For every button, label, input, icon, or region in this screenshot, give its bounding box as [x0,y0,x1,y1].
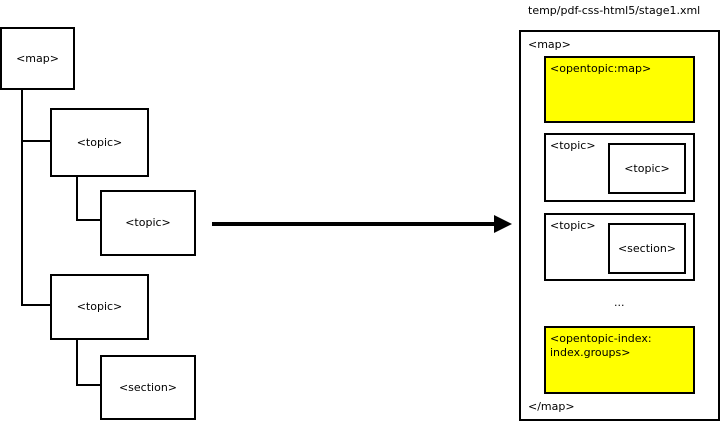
output-topic-a-child-label: <topic> [624,161,670,175]
tree-connector-to-topic-2 [21,304,52,306]
tree-node-topic-2: <topic> [50,274,149,340]
tree-node-topic-2-label: <topic> [76,300,123,313]
tree-node-map-label: <map> [16,51,59,65]
output-section-label: <section> [617,241,677,255]
tree-node-section-label: <section> [118,380,178,394]
tree-node-map: <map> [0,27,75,90]
output-topic-a-label: <topic> [550,139,596,152]
ellipsis-text: ... [614,296,625,309]
output-map-open-tag: <map> [528,38,571,51]
tree-node-topic-1: <topic> [50,108,149,177]
tree-connector-to-topic-2-child [76,384,101,386]
tree-connector-vertical-map [21,90,23,306]
tree-node-topic-1-child-label: <topic> [125,216,171,229]
output-section: <section> [608,223,686,274]
tree-connector-vertical-topic-1 [76,177,78,221]
opentopic-index-label: <opentopic-index: index.groups> [550,332,652,359]
tree-node-section: <section> [100,355,196,420]
tree-connector-to-topic-1 [21,140,52,142]
output-topic-a-child: <topic> [608,143,686,194]
opentopic-map-label: <opentopic:map> [550,62,652,75]
tree-connector-to-topic-1-child [76,219,101,221]
output-file-path: temp/pdf-css-html5/stage1.xml [528,4,701,17]
output-topic-b-label: <topic> [550,219,596,232]
tree-node-topic-1-child: <topic> [100,190,196,256]
opentopic-map-box: <opentopic:map> [544,56,695,123]
output-map-close-tag: </map> [528,400,575,413]
opentopic-index-box: <opentopic-index: index.groups> [544,326,695,394]
tree-node-topic-1-label: <topic> [76,135,123,149]
tree-connector-vertical-topic-2 [76,340,78,386]
